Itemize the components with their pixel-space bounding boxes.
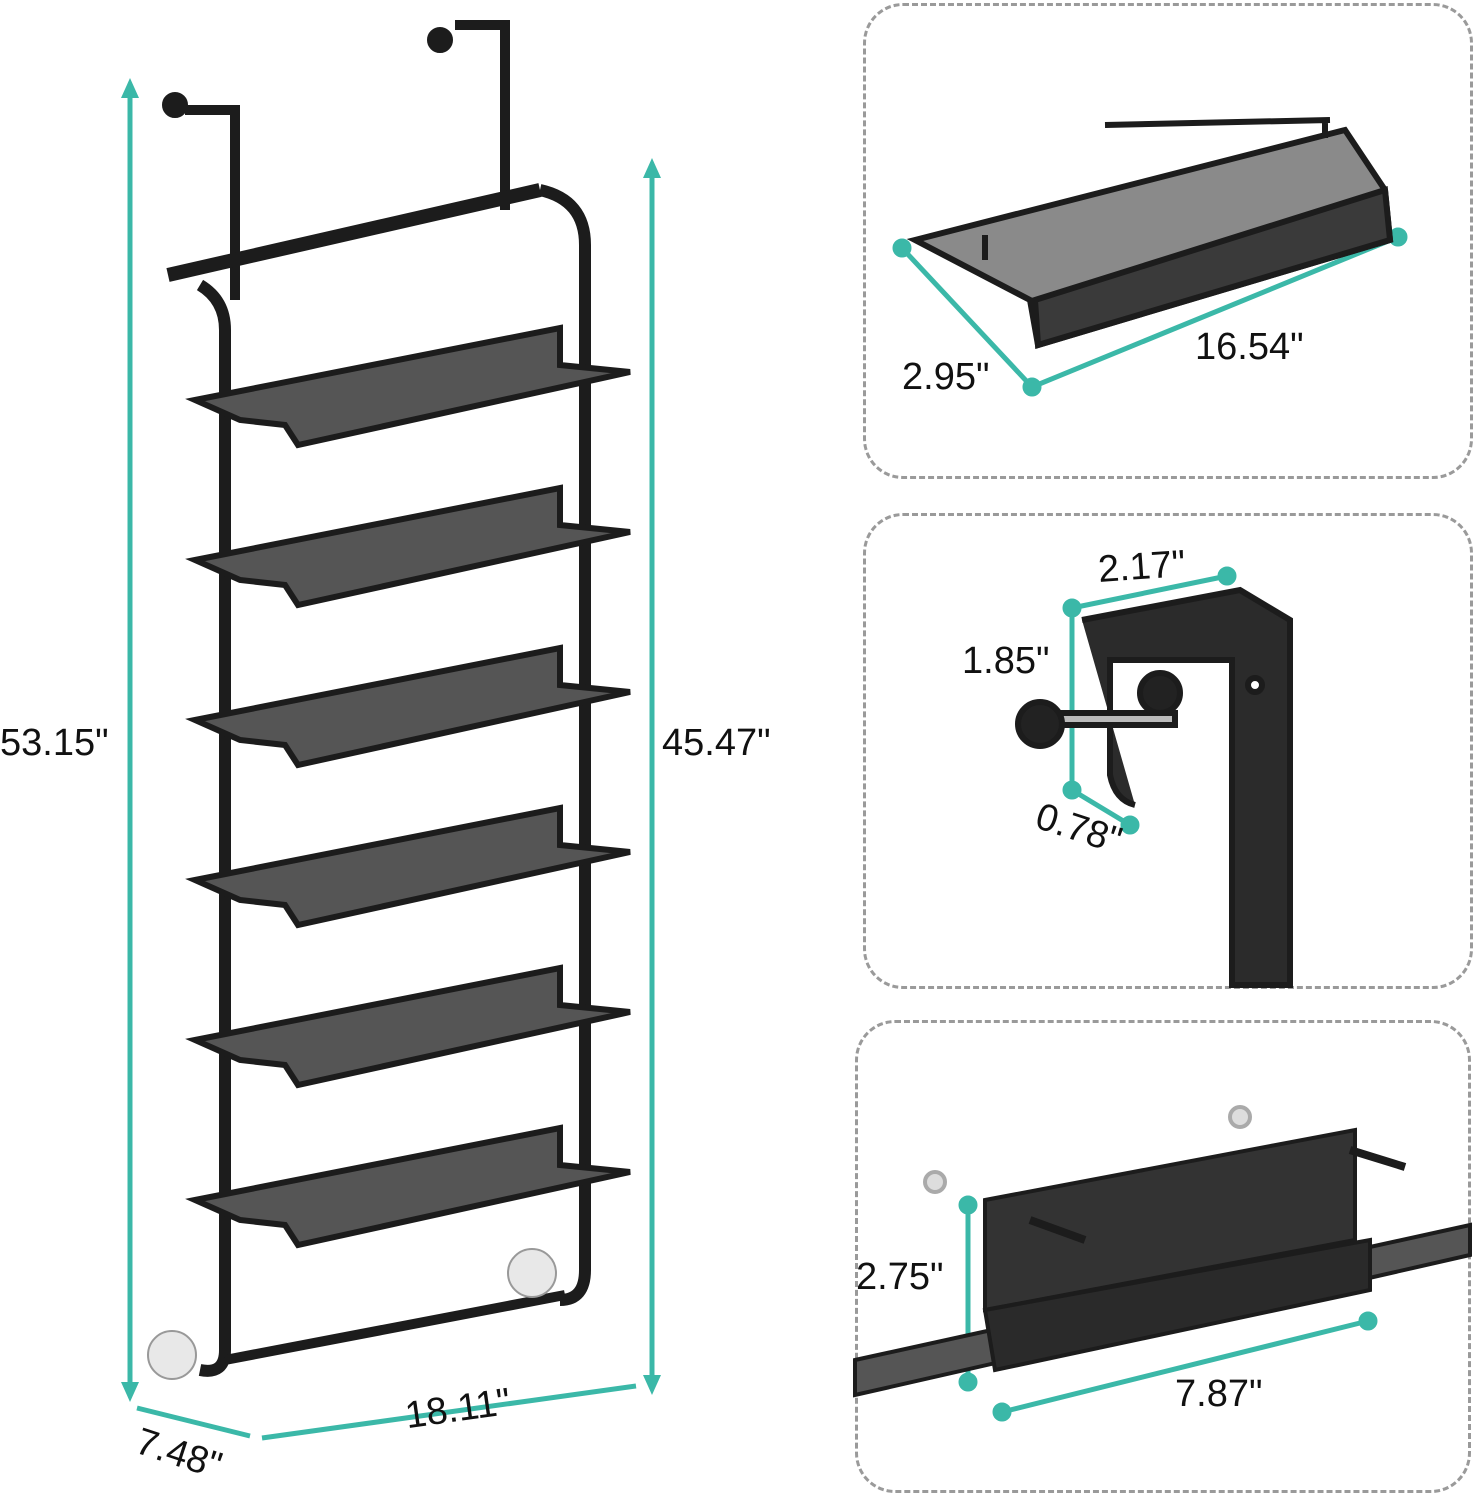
- total-height-label: 53.15": [0, 722, 109, 764]
- shelf-basket: [185, 1124, 631, 1249]
- shelf-length-label: 16.54": [1195, 326, 1304, 368]
- shelf-basket: [185, 324, 631, 449]
- hook-width-label: 2.17": [1096, 543, 1187, 591]
- door-hook-illustration: [1015, 586, 1293, 988]
- suction-cup: [507, 1248, 557, 1298]
- shelf-basket: [185, 804, 631, 929]
- wall-bracket-illustration: [853, 1105, 1472, 1398]
- shelf-detail-panel: [863, 3, 1473, 479]
- suction-cup: [147, 1330, 197, 1380]
- width-18-line: [261, 1383, 637, 1441]
- shelf-basket: [185, 484, 631, 609]
- depth-7-line: [136, 1405, 251, 1439]
- shelf-basket: [185, 644, 631, 769]
- shelf-basket: [185, 964, 631, 1089]
- hook-height-label: 1.85": [962, 640, 1050, 682]
- shelf-depth-label: 2.95": [902, 356, 990, 398]
- shelf-basket-illustration: [906, 117, 1394, 349]
- right-rail: [538, 184, 591, 1306]
- bracket-width-label: 7.87": [1175, 1373, 1263, 1415]
- rack-illustration: [162, 20, 631, 1377]
- left-hook: [185, 105, 240, 300]
- dimension-lines: [121, 78, 1408, 1441]
- bracket-height-label: 2.75": [856, 1256, 944, 1298]
- right-hook: [455, 20, 510, 210]
- hook-detail-panel: [863, 513, 1473, 989]
- left-rail: [196, 279, 231, 1377]
- frame-height-label: 45.47": [662, 722, 771, 764]
